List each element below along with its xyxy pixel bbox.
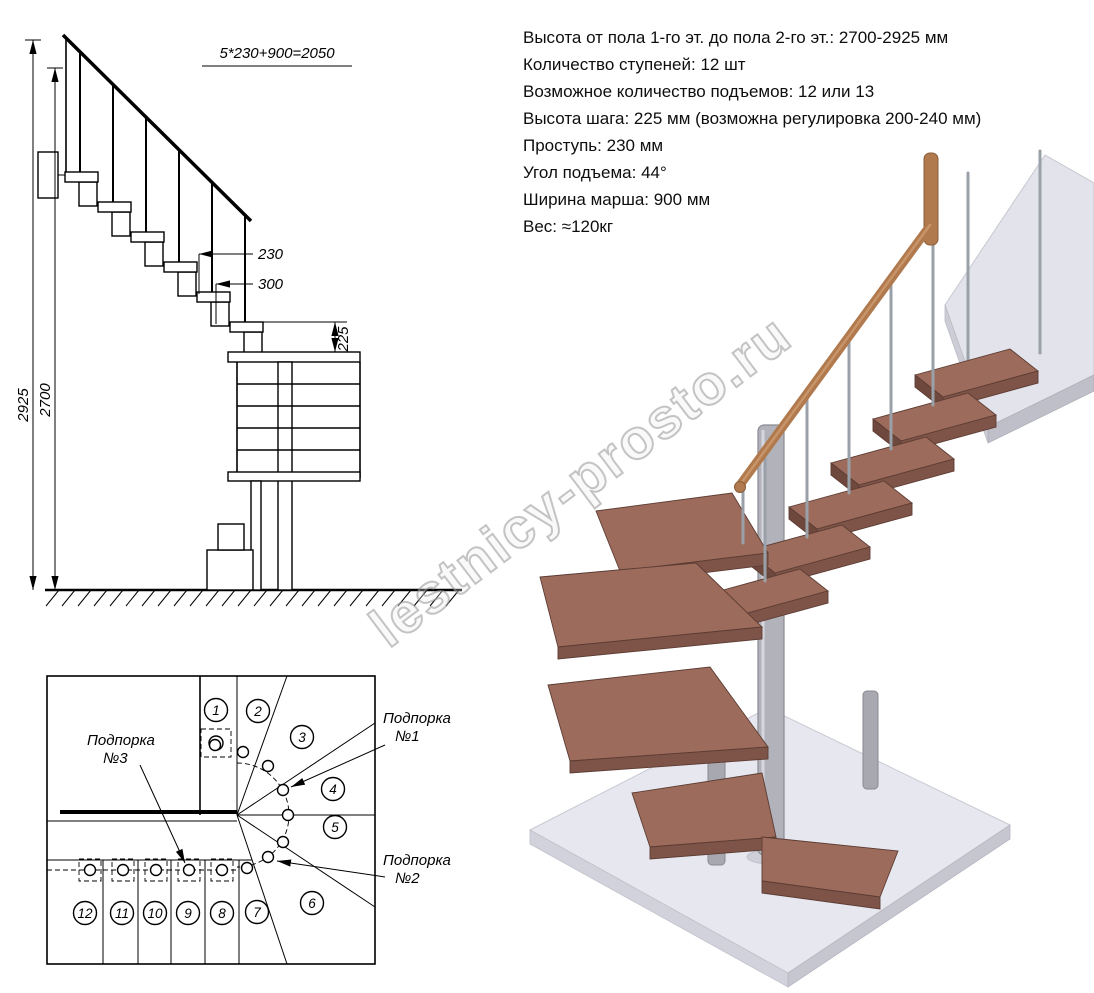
- bottom-module: [206, 549, 254, 591]
- spec-line-height-range: Высота от пола 1-го эт. до пола 2-го эт.…: [523, 28, 949, 47]
- svg-text:2: 2: [253, 704, 262, 719]
- flight-balusters: [741, 221, 935, 583]
- handrail-line: [61, 33, 253, 223]
- plan-step-9: 9: [175, 900, 201, 926]
- plan-drawing: 1 2 3 4 5 6 7 8 9 10 11 12 Подпорка №3 П…: [46, 675, 451, 965]
- svg-text:12: 12: [77, 906, 93, 921]
- lower-flight-structure: [206, 361, 361, 591]
- support-labels: Подпорка №3 Подпорка №1 Подпорка №2: [87, 710, 451, 887]
- spec-line-step-count: Количество ступеней: 12 шт: [523, 55, 746, 74]
- upper-flight-treads: [704, 348, 1039, 630]
- svg-text:9: 9: [184, 906, 192, 921]
- elevation-drawing: 5*230+900=2050 2925 2700 230 300 225: [15, 33, 462, 607]
- support1-label: Подпорка: [383, 710, 451, 727]
- svg-text:№3: №3: [103, 750, 128, 767]
- spec-line-tread: Проступь: 230 мм: [523, 136, 664, 155]
- svg-text:4: 4: [329, 782, 337, 797]
- svg-text:6: 6: [308, 896, 316, 911]
- handrail-assembly: [37, 33, 253, 223]
- tread-6: [229, 321, 264, 333]
- landing-board: [227, 351, 361, 363]
- spec-line-width: Ширина марша: 900 мм: [523, 190, 711, 209]
- dim-winder-depth: 300: [258, 276, 284, 293]
- support3-label: Подпорка: [87, 732, 155, 749]
- spec-line-step-height: Высота шага: 225 мм (возможна регулировк…: [523, 109, 982, 128]
- plan-step-6: 6: [299, 890, 325, 916]
- plan-step-12: 12: [72, 900, 98, 926]
- tread-2: [97, 201, 132, 213]
- dimensions: 5*230+900=2050 2925 2700 230 300 225: [15, 39, 352, 590]
- plan-step-1: 1: [203, 697, 229, 723]
- plan-step-3: 3: [289, 724, 315, 750]
- dim-total-height: 2925: [15, 388, 32, 423]
- lower-board: [227, 471, 361, 482]
- dim-floor-height: 2700: [37, 383, 54, 418]
- svg-text:№2: №2: [395, 870, 420, 887]
- plan-support-posts: [83, 735, 295, 877]
- dim-tread-depth: 230: [257, 246, 284, 263]
- plan-handrail: [47, 810, 237, 822]
- svg-text:5: 5: [331, 820, 339, 835]
- svg-text:10: 10: [147, 906, 163, 921]
- svg-text:3: 3: [298, 730, 306, 745]
- svg-text:7: 7: [253, 905, 261, 920]
- plan-step-7: 7: [244, 899, 270, 925]
- plan-step-boundaries: [47, 675, 376, 965]
- floor-line: [45, 588, 462, 607]
- svg-text:11: 11: [115, 906, 129, 921]
- plan-step-11: 11: [109, 900, 135, 926]
- plan-step-2: 2: [245, 698, 271, 724]
- spec-line-rise-count: Возможное количество подъемов: 12 или 13: [523, 82, 875, 101]
- spec-line-angle: Угол подъема: 44°: [523, 163, 667, 182]
- plan-step-5: 5: [322, 814, 348, 840]
- tread-4: [163, 261, 198, 273]
- plan-outline: [46, 675, 376, 965]
- tread-5: [196, 291, 231, 303]
- svg-text:№1: №1: [395, 728, 420, 745]
- landing-balusters: [966, 149, 1042, 385]
- tread-3: [130, 231, 165, 243]
- floor-hatching: [45, 589, 460, 607]
- support2-label: Подпорка: [383, 852, 451, 869]
- svg-text:8: 8: [218, 906, 226, 921]
- handrail-3d: [734, 152, 939, 493]
- balusters: [79, 52, 246, 322]
- plan-step-10: 10: [142, 900, 168, 926]
- dim-total-run: 5*230+900=2050: [219, 45, 335, 62]
- dim-step-rise: 225: [335, 326, 352, 353]
- plan-step-8: 8: [209, 900, 235, 926]
- tread-1: [64, 171, 99, 183]
- plan-step-4: 4: [320, 776, 346, 802]
- plan-step-numbers: 1 2 3 4 5 6 7 8 9 10 11 12: [72, 697, 348, 926]
- stair-3d-render: [528, 149, 1094, 988]
- spec-line-weight: Вес: ≈120кг: [523, 217, 614, 236]
- spec-text-block: Высота от пола 1-го эт. до пола 2-го эт.…: [523, 24, 1088, 240]
- winder-treads: [539, 492, 899, 910]
- svg-text:1: 1: [212, 703, 220, 718]
